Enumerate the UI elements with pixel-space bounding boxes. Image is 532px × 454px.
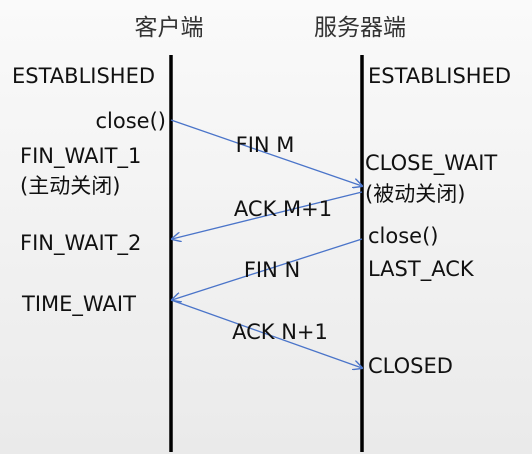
server-passive-close-note: (被动关闭) — [365, 182, 466, 206]
fin-m-arrow — [170, 119, 362, 186]
server-title: 服务器端 — [314, 15, 406, 41]
msg-label-ack-m1: ACK M+1 — [233, 197, 333, 221]
server-state-last-ack: LAST_ACK — [368, 257, 474, 281]
server-close-call: close() — [368, 224, 439, 248]
fin-n-arrow — [172, 238, 363, 300]
ack-n1-arrow — [170, 299, 362, 368]
client-title: 客户端 — [134, 15, 204, 41]
server-state-established: ESTABLISHED — [368, 64, 512, 88]
ack-m1-arrow — [172, 191, 363, 239]
client-state-time-wait: TIME_WAIT — [22, 292, 136, 316]
msg-label-ack-n1: ACK N+1 — [232, 320, 328, 344]
server-state-close-wait: CLOSE_WAIT — [365, 151, 498, 175]
msg-label-fin-n: FIN N — [243, 258, 301, 282]
msg-label-fin-m: FIN M — [235, 133, 295, 157]
client-state-fin-wait-1: FIN_WAIT_1 — [20, 144, 142, 168]
client-state-fin-wait-2: FIN_WAIT_2 — [20, 231, 142, 255]
client-state-established: ESTABLISHED — [12, 64, 156, 88]
client-active-close-note: (主动关闭) — [20, 174, 121, 198]
client-close-call: close() — [95, 109, 166, 133]
server-state-closed: CLOSED — [368, 354, 453, 378]
